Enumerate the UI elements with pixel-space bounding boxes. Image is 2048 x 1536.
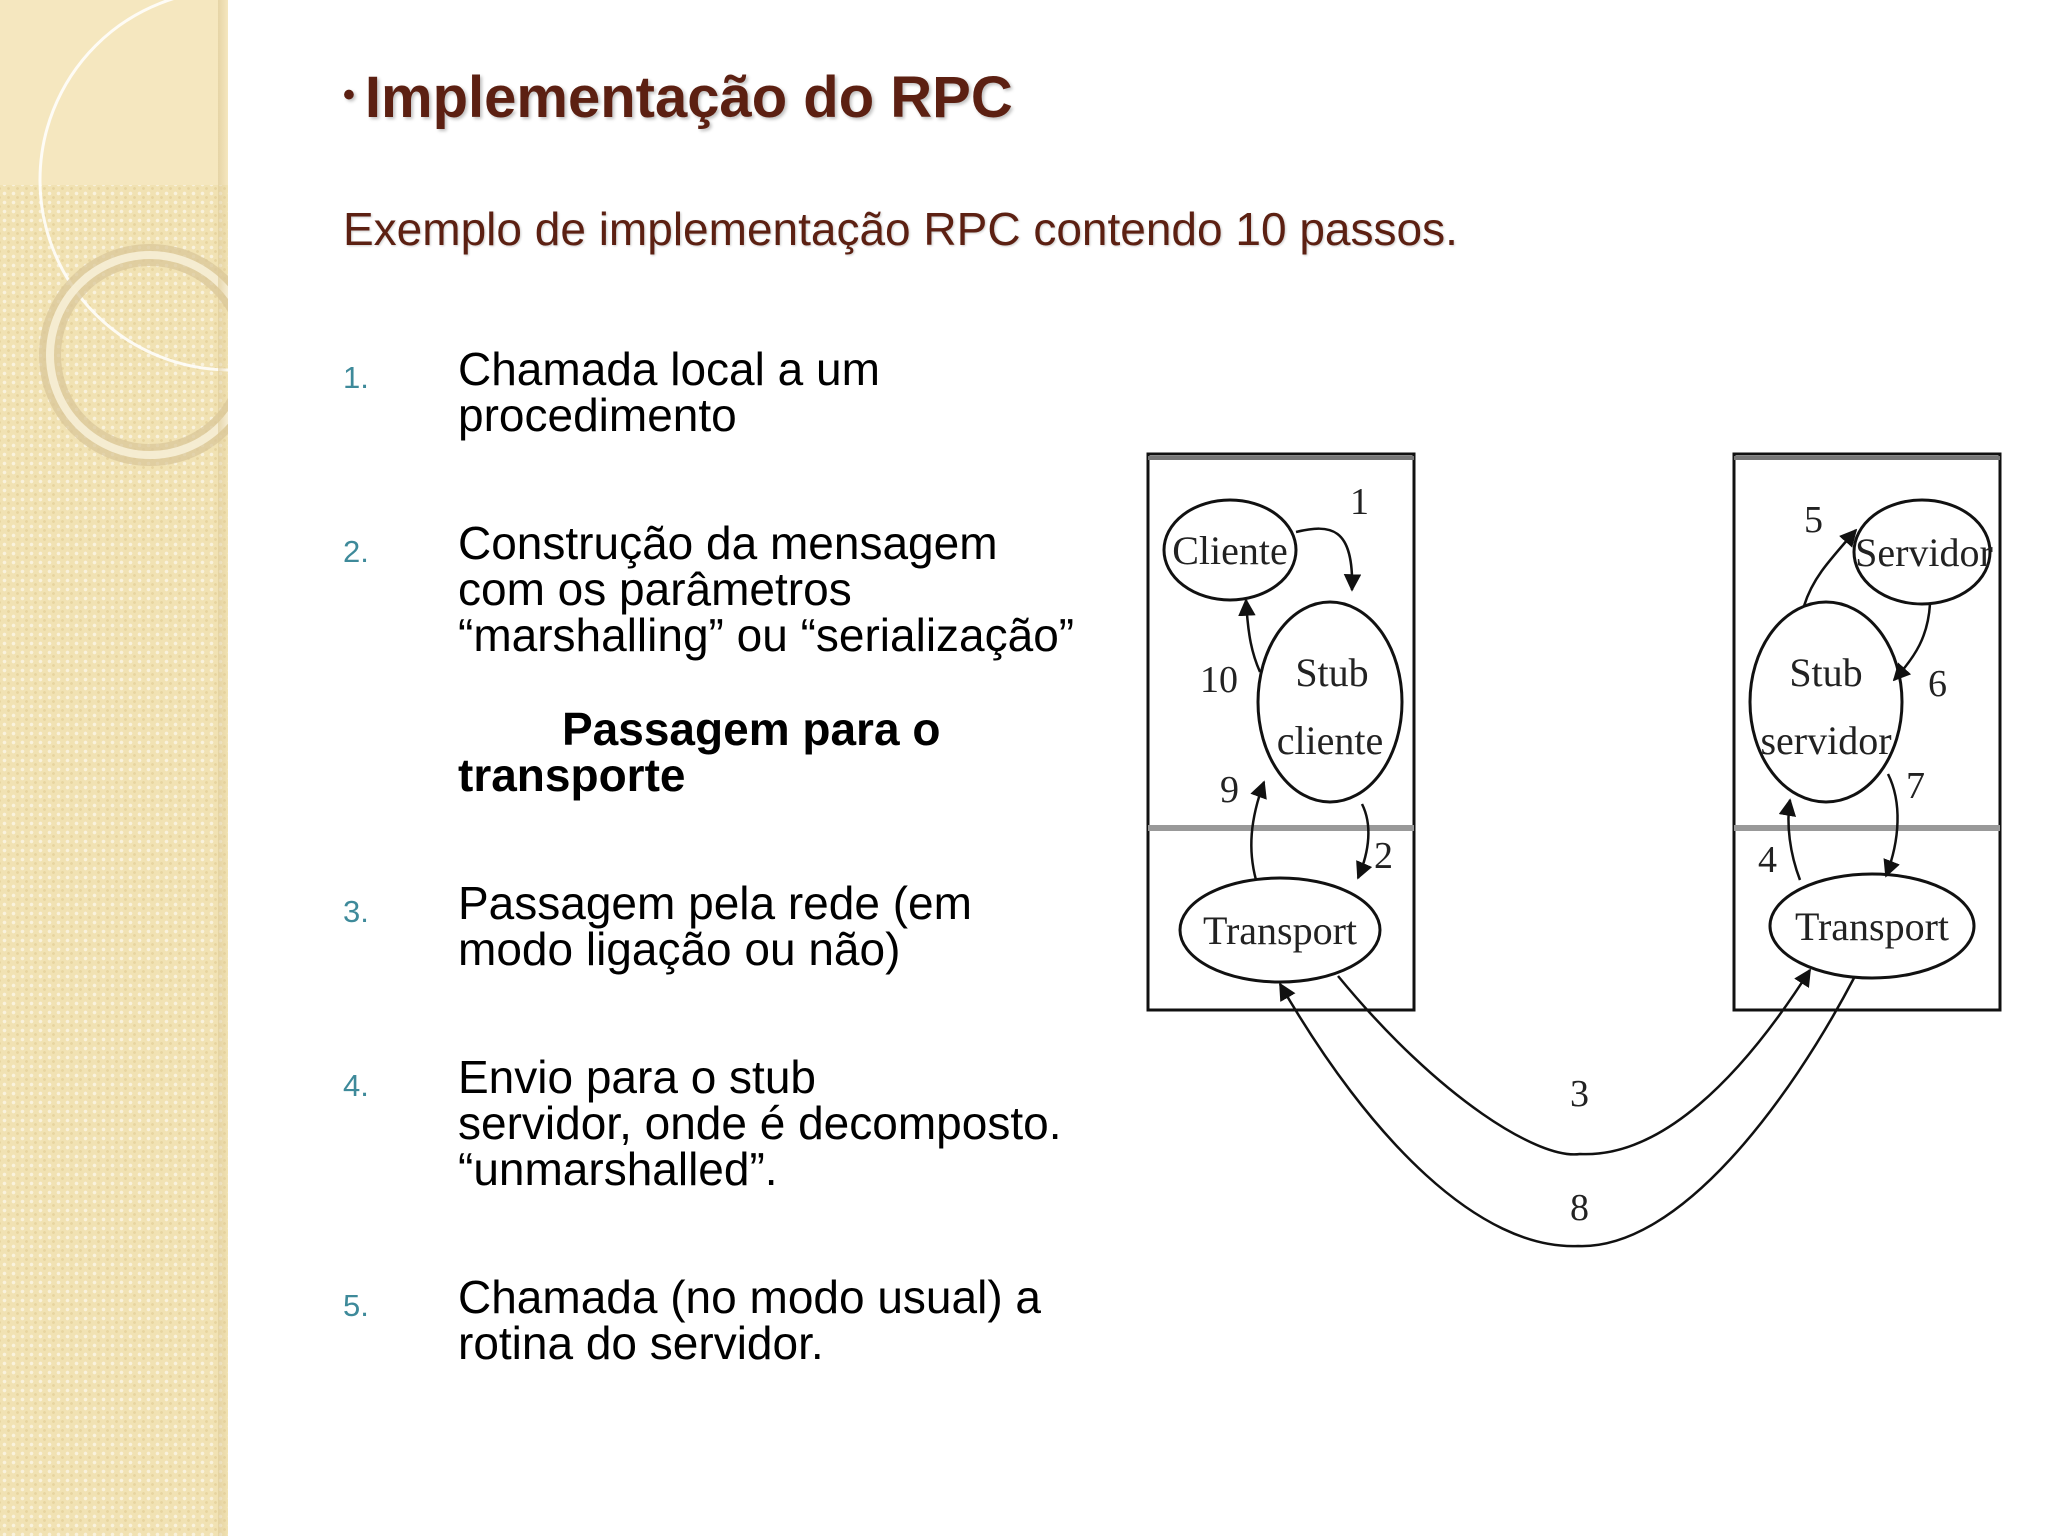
step-number: 4. — [343, 1068, 369, 1103]
step-number: 5. — [343, 1288, 369, 1323]
arrow-label-1: 1 — [1350, 481, 1369, 523]
step-number: 3. — [343, 894, 369, 929]
client-node — [1162, 498, 1298, 602]
heading-bullet: • — [343, 76, 355, 115]
server-transport-label: Transport — [1795, 904, 1949, 949]
arrow-label-2: 2 — [1374, 835, 1393, 877]
step-number: 2. — [343, 534, 369, 569]
client-node-label: Cliente — [1172, 528, 1288, 573]
step-number: 1. — [343, 360, 369, 395]
client-stub-node — [1256, 600, 1404, 804]
arrow-1 — [1295, 527, 1362, 592]
arrow-9 — [1250, 780, 1267, 881]
arrow-7 — [1883, 773, 1900, 878]
arrow-5 — [1802, 528, 1858, 607]
decorative-rings — [38, 0, 228, 466]
arrow-label-4: 4 — [1758, 839, 1777, 881]
side-panel-edge — [218, 0, 228, 1536]
step-text: Envio para o stub servidor, onde é decom… — [458, 1051, 1062, 1195]
arrow-label-7: 7 — [1906, 765, 1925, 807]
step-text: Construção da mensagem com os parâmetros… — [458, 517, 1075, 661]
rpc-diagram: Cliente Stub cliente Transport Servidor … — [1146, 452, 2002, 1248]
client-transport-label: Transport — [1203, 908, 1357, 953]
arrow-label-6: 6 — [1928, 663, 1947, 705]
slide-subtitle: Exemplo de implementação RPC contendo 10… — [343, 203, 1458, 255]
arrow-10 — [1238, 598, 1262, 673]
step-text: Passagem pela rede (em modo ligação ou n… — [458, 877, 972, 975]
client-stub-label-2: cliente — [1277, 718, 1384, 763]
arrow-4 — [1778, 798, 1802, 881]
arrow-8 — [1278, 977, 1856, 1248]
transport-note: Passagem para o transporte — [458, 706, 1058, 798]
arrow-6 — [1892, 603, 1932, 682]
server-stub-label-1: Stub — [1789, 650, 1862, 695]
decorative-side-panel — [0, 0, 228, 1536]
server-stub-label-2: servidor — [1760, 718, 1891, 763]
arrow-label-9: 9 — [1220, 769, 1239, 811]
arrow-label-3: 3 — [1570, 1073, 1589, 1115]
heading-text: Implementação do RPC — [364, 65, 1013, 130]
arrow-label-10: 10 — [1200, 659, 1238, 701]
arrow-2 — [1356, 803, 1373, 880]
client-transport-node — [1178, 876, 1382, 984]
step-text: Chamada local a um procedimento — [458, 343, 880, 441]
step-text: Chamada (no modo usual) a rotina do serv… — [458, 1271, 1041, 1369]
note-line-2: transporte — [458, 749, 686, 801]
arrow-label-8: 8 — [1570, 1187, 1589, 1229]
server-machine-box — [1732, 452, 2002, 1012]
server-node — [1852, 498, 1992, 606]
arrow-3 — [1337, 968, 1812, 1156]
client-machine-box — [1146, 452, 1416, 1012]
slide-heading: •Implementação do RPC — [343, 64, 1013, 131]
note-line-1: Passagem para o — [562, 703, 941, 755]
client-stub-label-1: Stub — [1295, 650, 1368, 695]
arrow-label-5: 5 — [1804, 499, 1823, 541]
server-transport-node — [1768, 872, 1976, 980]
server-node-label: Servidor — [1855, 530, 1993, 575]
server-stub-node — [1748, 600, 1904, 804]
